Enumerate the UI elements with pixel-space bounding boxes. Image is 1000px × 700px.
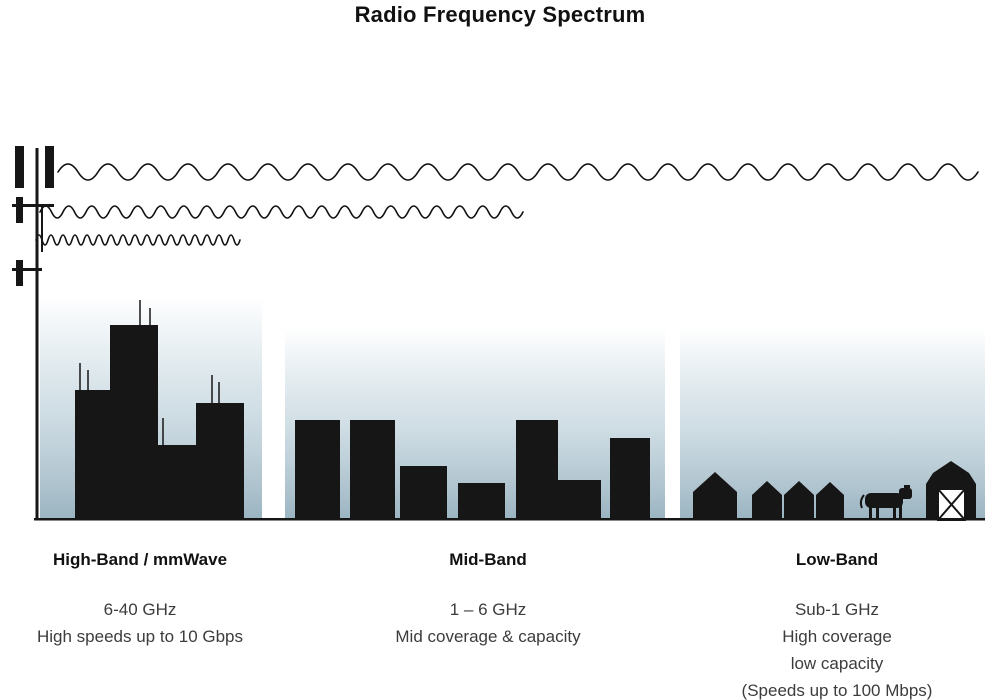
house-icon [784,481,814,520]
low-band-wave [57,163,979,181]
tower-cable [41,207,43,252]
mid-band-wave [39,205,524,219]
cow-body [865,493,903,508]
tower-crossarm [12,204,54,207]
ground-line [34,518,985,521]
skyscraper-icon [75,390,110,520]
building-icon [458,483,505,520]
house-icon [752,481,782,520]
cow-icon [859,485,912,518]
house-icon [693,472,737,520]
building-icon [516,420,558,520]
tower-antenna-panel [16,197,23,223]
cell-tower-icon [12,146,54,520]
skyscraper-icon [158,445,196,520]
skyscraper-icon [196,403,244,520]
cow-leg [869,505,872,518]
building-icon [400,466,447,520]
tower-antenna-panel [15,146,24,188]
building-icon [558,480,601,520]
diagram-title: Radio Frequency Spectrum [354,2,646,27]
tower-pole [35,148,39,520]
tower-antenna-panel [45,146,54,188]
skyscraper-icon [110,325,158,520]
cow-horns [904,485,910,488]
cow-leg [899,505,902,518]
tower-antenna-panel [16,260,23,286]
radio-waves [35,163,979,246]
barn-icon [926,461,976,521]
building-icon [295,420,340,520]
house-icon [816,482,844,520]
building-icon [350,420,395,520]
building-icon [610,438,650,520]
high-band-wave [35,234,241,246]
barn-door-crossbuck [937,488,966,521]
mid-band-skyline [295,420,650,520]
tower-crossarm [12,268,42,271]
cow-tail [859,494,865,509]
high-band-skyline [75,300,244,520]
cow-leg [876,505,879,518]
cow-leg [893,505,896,518]
cow-head [899,488,912,499]
low-band-scene [693,461,976,521]
